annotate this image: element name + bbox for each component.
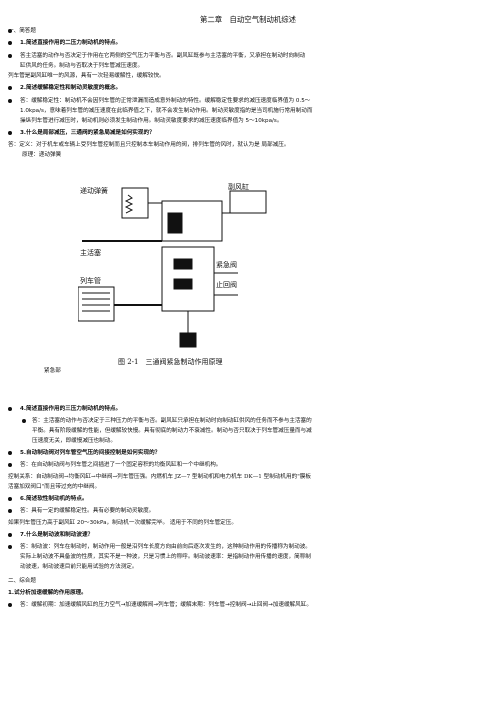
answer-3-principle: 原理：递动弹簧 bbox=[22, 152, 62, 158]
answer-6-line-1: 答：具有一定的缓解稳定性。具有必要的制动灵敏度。 bbox=[20, 508, 155, 514]
answer-2-line-1: 答：缓解稳定性：制动机不会因列车管的正常泄漏而造成意外制动的特性。缓解稳定性要求… bbox=[20, 98, 311, 104]
figure-caption: 图 2-1 三通阀紧急制动作用原理 bbox=[118, 358, 223, 366]
bullet-icon bbox=[8, 463, 12, 467]
label-spring: 递动弹簧 bbox=[80, 186, 108, 195]
bullet-icon bbox=[8, 131, 12, 135]
bullet-icon bbox=[8, 99, 12, 103]
question-3: 3.什么是局部减压，三通阀的紧急局减是如何实现的？ bbox=[20, 130, 155, 136]
answer-5-line-2: 控制关系：自动制动阀→均衡风缸→中继阀→列车管压强。内燃机车 JZ—7 型制动机… bbox=[8, 474, 311, 480]
bullet-icon bbox=[8, 533, 12, 537]
brake-pipe-box bbox=[78, 286, 115, 322]
question-2: 2.简述缓解稳定性和制动灵敏度的概念。 bbox=[20, 85, 122, 91]
answer-7-line-3: 动波速，制动波速目前只能用试验的方法测定。 bbox=[20, 564, 138, 570]
answer-2-line-3: 操纵列车管进行减压时，制动机则必须发生制动作用。制动灵敏度要求的减压速度临界值为… bbox=[20, 118, 283, 124]
auxiliary-reservoir bbox=[229, 190, 267, 214]
label-check-valve: 止回阀 bbox=[216, 280, 237, 289]
bullet-icon bbox=[8, 545, 12, 549]
synthesis-answer-1: 答：缓解初期：加速缓解风缸的压力空气→加速缓解阀→列车管；缓解末期：列车管→控制… bbox=[20, 602, 312, 608]
figure-sub-label: 紧急部 bbox=[44, 368, 61, 374]
answer-4-line-2: 平衡。具有阶段缓解的性能，但缓解较快慢。具有彻底的制动力不衰减性。制动与否只取决… bbox=[32, 428, 312, 434]
answer-5-line-3: 活塞加双阀口"而且带过充的中继阀。 bbox=[8, 484, 101, 490]
bullet-icon bbox=[8, 86, 12, 90]
bullet-icon bbox=[22, 419, 26, 423]
answer-4-line-3: 压速度无关，即缓慢减压也制动。 bbox=[32, 438, 116, 444]
question-6: 6.简述软性制动机的特点。 bbox=[20, 496, 88, 502]
label-main-piston: 主活塞 bbox=[80, 248, 101, 257]
spring-icon bbox=[124, 194, 134, 214]
answer-4-line-1: 答：主活塞的动作与否决定于三种压力的平衡与否。副风缸只承担在制动时向制动缸供风的… bbox=[32, 418, 312, 424]
valve-diagram: 递动弹簧 副风缸 主活塞 紧急阀 止回阀 列车管 bbox=[78, 183, 267, 348]
label-aux-reservoir: 副风缸 bbox=[228, 183, 249, 191]
bullet-icon bbox=[8, 54, 12, 58]
question-5: 5.自动制动阀对列车管空气压的间接控制是如何实现的？ bbox=[20, 450, 161, 456]
bullet-icon bbox=[8, 451, 12, 455]
question-1: 1.简述直接作用的二压力制动机的特点。 bbox=[20, 40, 122, 46]
answer-1-line-1: 答主活塞的动作与否决定于作用在它两侧的空气压力平衡与否。副风缸既参与主活塞的平衡… bbox=[20, 53, 306, 59]
bullet-icon bbox=[8, 603, 12, 607]
spring-housing bbox=[121, 187, 149, 219]
question-7: 7.什么是制动波和制动波速？ bbox=[20, 532, 94, 538]
chapter-title: 第二章 自动空气制动机综述 bbox=[199, 15, 297, 24]
answer-7-line-1: 答：制动波：列车在制动时，制动作用一般是沿列车长度方向由前向后逐次发生的，这种制… bbox=[20, 544, 311, 550]
answer-2-line-2: 1.0kpa/s，意味着列车管的减压速度在此临界值之下，就不会发生制动作用。制动… bbox=[20, 108, 313, 114]
answer-1-line-3: 列车管是副风缸唯一的风源，具有一次轻易缓解性，缓解较快。 bbox=[8, 73, 165, 79]
piston-body bbox=[161, 200, 223, 242]
answer-7-line-2: 实际上制动波不具备波的性质，其实不是一种波，只是习惯上的称呼。制动波速率：是指制… bbox=[20, 554, 311, 560]
bullet-icon bbox=[8, 407, 12, 411]
bullet-icon bbox=[8, 497, 12, 501]
answer-5-line-1: 答：在自动制动阀与列车管之间插进了一个固定容积的均衡风缸和一个中继机构。 bbox=[20, 462, 222, 468]
question-4: 4.简述直接作用的三压力制动机的特点。 bbox=[20, 406, 122, 412]
label-emergency-valve: 紧急阀 bbox=[216, 260, 237, 269]
section-heading: 一、简答题 bbox=[8, 28, 36, 34]
section-heading-2: 二、综合题 bbox=[8, 578, 36, 584]
label-brake-pipe: 列车管 bbox=[80, 276, 101, 285]
synthesis-question-1: 1.试分析加速缓解的作用原理。 bbox=[8, 590, 87, 596]
answer-1-line-2: 缸供风的任务。制动与否取决于列车管减压速度。 bbox=[20, 63, 144, 69]
bullet-icon bbox=[8, 509, 12, 513]
answer-6-line-2: 如果列车管压力高于副风缸 20～30kPa，制动机一次缓解完毕。 适用于不同的列… bbox=[8, 520, 237, 526]
bullet-icon bbox=[8, 41, 12, 45]
bullet-icon bbox=[8, 29, 12, 33]
answer-3-definition: 答：定义：对于机车或车辆上受列车管控制而且只控制本车制动作用的阀，排列车管的风时… bbox=[8, 142, 290, 148]
